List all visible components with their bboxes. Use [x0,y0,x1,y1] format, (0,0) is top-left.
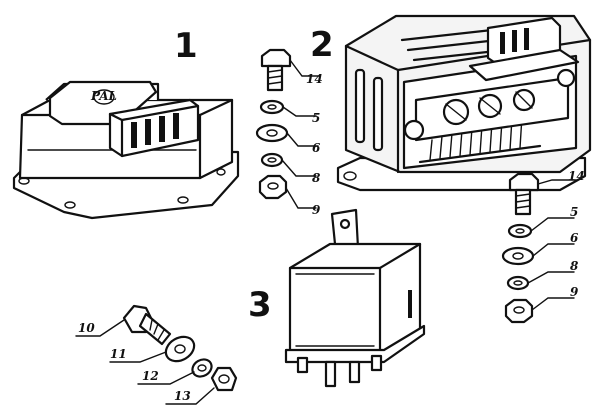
callout-6-a: 6 [312,141,321,155]
callout-5-b: 5 [570,205,578,219]
callout-8-b: 8 [570,259,579,273]
hardware-stack-c [75,304,238,405]
callout-9-a: 9 [312,203,321,217]
hardware-stack-b [501,172,579,324]
bolt-14-b [508,172,540,216]
callout-14-b: 14 [568,169,585,183]
washer-8-b [506,275,530,291]
callout-9-b: 9 [570,285,579,299]
washer-12 [191,358,213,378]
callout-12: 12 [142,369,159,383]
callout-5-a: 5 [312,111,320,125]
nut-13 [210,366,238,392]
nut-9-a [258,174,288,200]
callout-6-b: 6 [570,231,579,245]
relay-part-3 [284,208,426,388]
callout-13: 13 [174,389,191,403]
part-number-1: 1 [174,26,198,66]
washer-8-a [260,152,284,168]
washer-5-a [259,99,285,115]
bolt-10 [122,304,172,346]
hardware-stack-a [255,48,321,209]
callout-14-a: 14 [306,72,323,86]
washer-11 [164,335,196,363]
regulator-open-part-2 [336,14,592,192]
washer-6-b [501,246,535,266]
regulator-box-part-1: PAL [12,80,240,220]
part-number-3: 3 [248,285,272,325]
callout-8-a: 8 [312,171,321,185]
bolt-14-a [260,48,292,92]
washer-5-b [507,223,533,239]
part-number-2: 2 [310,25,334,65]
callout-10: 10 [78,321,95,335]
washer-6-a [255,123,289,143]
nut-9-b [504,298,534,324]
callout-11: 11 [110,347,127,361]
pal-badge: PAL [90,89,117,103]
